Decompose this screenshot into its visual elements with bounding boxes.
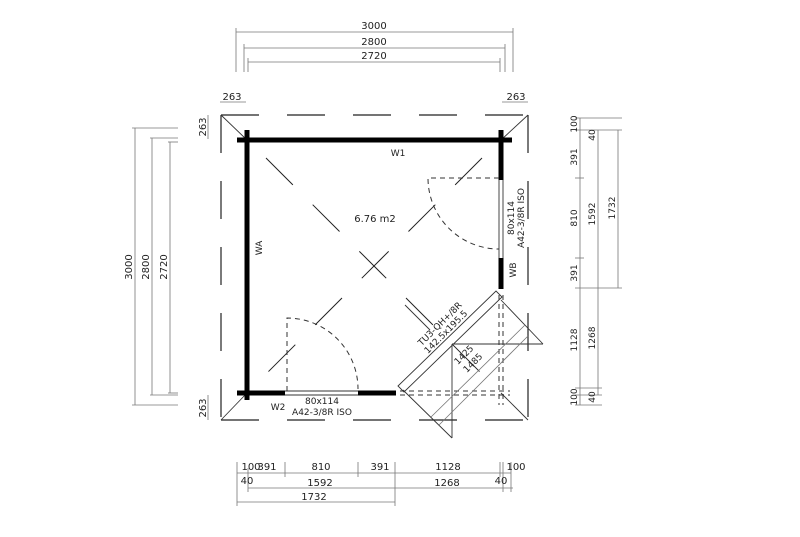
dim-overhang-top: 263 <box>198 117 209 136</box>
top-dimensions: 3000 2800 2720 263 263 <box>220 21 528 103</box>
dim-right-100-top: 100 <box>570 115 580 132</box>
dim-top-2800: 2800 <box>361 37 386 48</box>
dim-bottom-391-left: 391 <box>257 462 276 473</box>
dim-right-100-bottom: 100 <box>570 388 580 405</box>
dim-bottom-391-right: 391 <box>370 462 389 473</box>
dim-bottom-100-right: 100 <box>506 462 525 473</box>
wall-label-wa: WA <box>255 240 265 255</box>
dim-bottom-1268: 1268 <box>434 478 459 489</box>
roof-outline <box>220 114 529 421</box>
dim-right-1268: 1268 <box>588 326 598 349</box>
dim-bottom-1732: 1732 <box>301 492 326 503</box>
dim-right-1128: 1128 <box>570 328 580 351</box>
dim-left-3000: 3000 <box>124 254 135 279</box>
dim-top-3000: 3000 <box>361 21 386 32</box>
dim-right-1732: 1732 <box>608 197 618 220</box>
dim-left-2720: 2720 <box>159 254 170 279</box>
dim-top-2720: 2720 <box>361 51 386 62</box>
wall-label-w2: W2 <box>271 403 286 413</box>
dim-overhang-bottom: 263 <box>198 398 209 417</box>
dim-bottom-1128: 1128 <box>435 462 460 473</box>
wall-label-w1: W1 <box>391 149 406 159</box>
room-area: 6.76 m2 <box>354 214 396 225</box>
window-bottom-type: A42-3/8R ISO <box>292 408 352 418</box>
dim-overhang-right: 263 <box>506 92 525 103</box>
dim-right-391-top: 391 <box>570 148 580 165</box>
dim-bottom-40-right: 40 <box>495 476 508 487</box>
right-dimensions: 100 40 391 810 391 1128 100 1592 1268 40… <box>570 115 622 406</box>
dim-bottom-100-left: 100 <box>241 462 260 473</box>
dim-right-40-bottom: 40 <box>588 391 598 403</box>
window-swings <box>286 177 500 391</box>
window-bottom-size: 80x114 <box>305 397 339 407</box>
dim-bottom-40-left: 40 <box>241 476 254 487</box>
dim-right-391-bottom: 391 <box>570 264 580 281</box>
dim-right-810: 810 <box>570 209 580 226</box>
bottom-dimensions: 100 391 810 391 1128 100 40 1592 1268 40… <box>236 462 526 506</box>
walls <box>237 130 512 405</box>
dim-bottom-810: 810 <box>311 462 330 473</box>
wall-label-wb: WB <box>509 262 519 277</box>
window-right-size: 80x114 <box>507 201 517 235</box>
dim-right-1592: 1592 <box>588 203 598 226</box>
dim-left-2800: 2800 <box>141 254 152 279</box>
left-dimensions: 3000 2800 2720 263 263 <box>124 115 209 420</box>
roof-diagonals <box>263 157 485 377</box>
dim-overhang-left: 263 <box>222 92 241 103</box>
dim-bottom-1592: 1592 <box>307 478 332 489</box>
glass-door <box>397 290 544 439</box>
window-right-type: A42-3/8R ISO <box>517 188 527 248</box>
dim-right-40-top: 40 <box>588 129 598 141</box>
